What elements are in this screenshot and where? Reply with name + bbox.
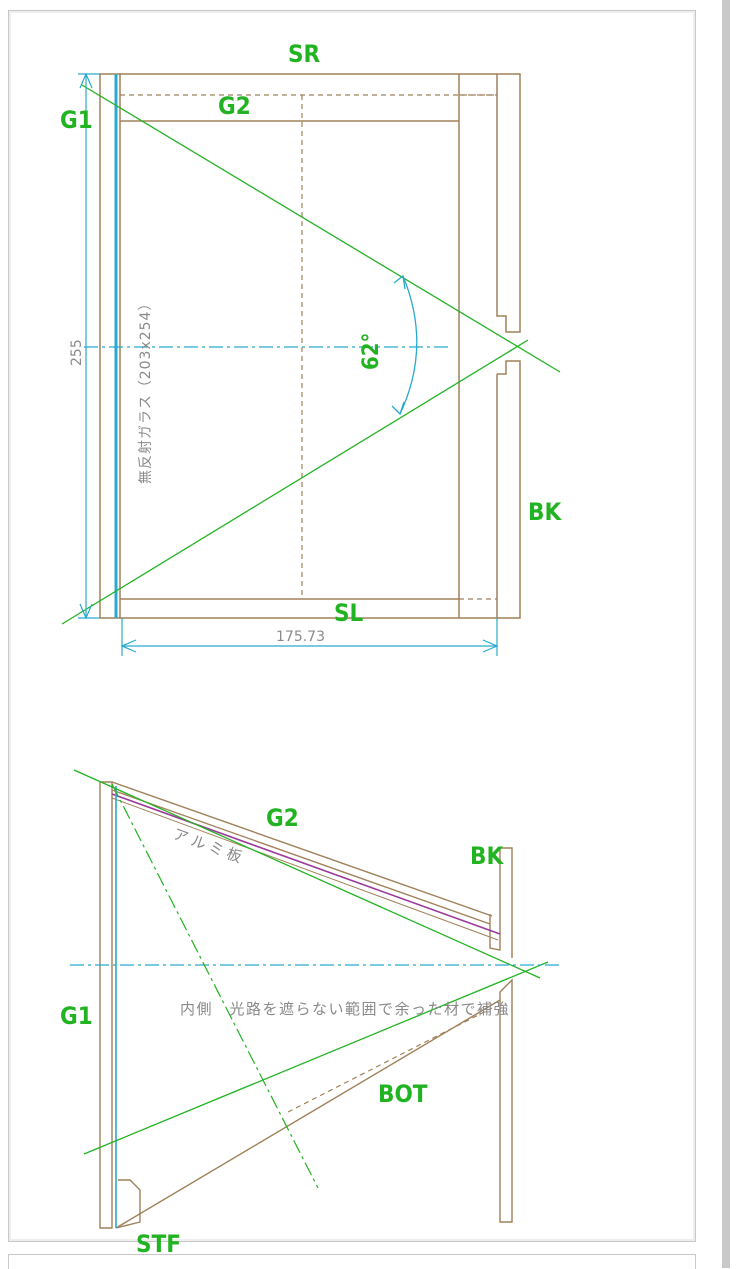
- bk-upper: [496, 73, 521, 333]
- bk-bottom-part: [499, 978, 513, 1223]
- reinforce-note: 内側 光路を遮らない範囲で余った材で補強: [180, 1000, 510, 1018]
- top-view: SR G1 G2 BK SL 62° 255 175.73 無反射ガラス（203…: [60, 40, 562, 656]
- scrollbar[interactable]: [722, 0, 730, 1268]
- label-g1-side: G1: [60, 1002, 93, 1030]
- top-frame-outline: [99, 73, 521, 619]
- bk-top-part: [489, 847, 513, 958]
- side-view: G2 BK G1 BOT STF アルミ板 内側 光路を遮らない範囲で余った材で…: [60, 769, 560, 1258]
- side-frame-outline: [99, 781, 513, 1229]
- dim-horizontal-value: 175.73: [276, 629, 325, 645]
- g1-board: [99, 73, 121, 619]
- stf-block: [115, 1179, 141, 1229]
- drawing-frame: [8, 10, 696, 1242]
- bot-board: [115, 999, 501, 1229]
- dimension-vertical: [78, 72, 100, 620]
- label-bot: BOT: [378, 1080, 428, 1108]
- label-stf: STF: [136, 1230, 181, 1258]
- label-g2-top: G2: [218, 92, 251, 120]
- g2-lower-edge: [111, 789, 491, 925]
- bk-lower: [496, 360, 521, 619]
- dimension-horizontal: [120, 618, 499, 656]
- label-g1-top: G1: [60, 106, 93, 134]
- bot-hidden: [287, 1007, 493, 1113]
- label-g2-side: G2: [266, 804, 299, 832]
- label-sl: SL: [334, 599, 364, 627]
- glass-note: 無反射ガラス（203x254）: [138, 296, 154, 484]
- label-sr: SR: [288, 40, 321, 68]
- angle-arc: [391, 274, 418, 416]
- angle-value: 62°: [359, 333, 384, 370]
- label-bk-side: BK: [470, 842, 504, 870]
- dim-vertical-value: 255: [69, 339, 85, 366]
- g2-top-edge: [111, 781, 493, 917]
- label-bk-top: BK: [528, 498, 562, 526]
- side-sight-lines: [73, 769, 549, 1155]
- aluminium-note: アルミ板: [171, 825, 248, 868]
- sight-lines: [61, 84, 561, 625]
- aluminium-plate: [111, 793, 501, 941]
- side-center-lines: [70, 783, 560, 1189]
- g1-panel: [99, 781, 113, 1229]
- next-frame-edge: [8, 1254, 696, 1269]
